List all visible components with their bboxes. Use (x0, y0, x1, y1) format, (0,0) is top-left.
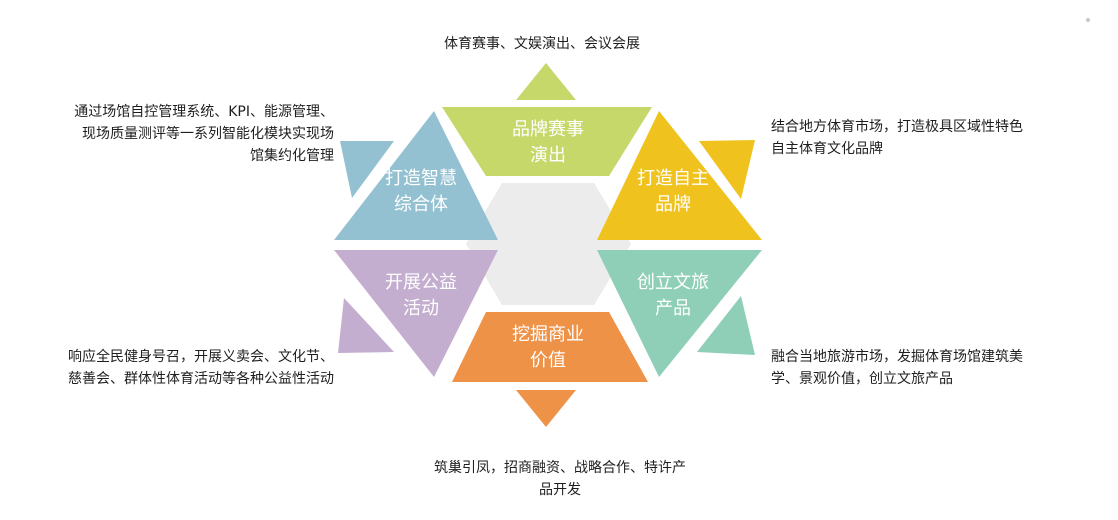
annotation-upper-right: 结合地方体育市场，打造极具区域性特色 自主体育文化品牌 (771, 116, 1023, 160)
center-hexagon (466, 183, 631, 305)
segment-bottom-trapezoid (452, 312, 648, 382)
segment-top-trapezoid (442, 107, 652, 176)
outer-triangle-upper-right (699, 140, 755, 199)
segment-label-upper-right: 打造自主 品牌 (613, 166, 733, 218)
annotation-lower-left: 响应全民健身号召，开展义卖会、文化节、 慈善会、群体性体育活动等各种公益性活动 (28, 346, 334, 390)
annotation-bottom: 筑巢引凤，招商融资、战略合作、特许产 品开发 (412, 457, 708, 501)
segment-label-line2: 价值 (530, 350, 566, 371)
segment-label-lower-left: 开展公益 活动 (361, 270, 481, 322)
decorative-dot (1086, 18, 1090, 22)
annotation-line: 自主体育文化品牌 (771, 141, 883, 157)
segment-label-line2: 演出 (530, 145, 566, 166)
annotation-line: 筑巢引凤，招商融资、战略合作、特许产 (434, 460, 686, 476)
annotation-line: 体育赛事、文娱演出、会议会展 (444, 36, 640, 52)
outer-triangle-top (516, 63, 576, 100)
segment-label-bottom: 挖掘商业 价值 (488, 322, 608, 374)
segment-label-line2: 综合体 (394, 194, 448, 215)
annotation-line: 学、景观价值，创立文旅产品 (771, 371, 953, 387)
annotation-line: 品开发 (539, 482, 581, 498)
annotation-line: 馆集约化管理 (250, 148, 334, 164)
segment-label-line1: 创立文旅 (637, 272, 709, 293)
annotation-line: 结合地方体育市场，打造极具区域性特色 (771, 119, 1023, 135)
annotation-line: 现场质量测评等一系列智能化模块实现场 (82, 126, 334, 142)
segment-upper-left-triangle (334, 111, 498, 240)
segment-upper-right-triangle (597, 111, 762, 240)
segment-label-top: 品牌赛事 演出 (488, 117, 608, 169)
segment-lower-left-triangle (334, 250, 498, 377)
annotation-upper-left: 通过场馆自控管理系统、KPI、能源管理、 现场质量测评等一系列智能化模块实现场 … (28, 101, 334, 167)
outer-triangle-lower-left (338, 298, 394, 353)
segment-label-line1: 开展公益 (385, 272, 457, 293)
outer-triangle-upper-left (340, 141, 394, 198)
annotation-line: 融合当地旅游市场，发掘体育场馆建筑美 (771, 349, 1023, 365)
segment-label-lower-right: 创立文旅 产品 (613, 270, 733, 322)
segment-label-line1: 挖掘商业 (512, 324, 584, 345)
outer-triangle-bottom (516, 390, 576, 427)
segment-label-line2: 品牌 (655, 194, 691, 215)
segment-label-line1: 品牌赛事 (512, 119, 584, 140)
segment-lower-right-triangle (597, 250, 762, 377)
segment-label-line1: 打造自主 (637, 168, 709, 189)
segment-label-line2: 活动 (403, 298, 439, 319)
segment-label-line2: 产品 (655, 298, 691, 319)
annotation-line: 慈善会、群体性体育活动等各种公益性活动 (68, 371, 334, 387)
segment-label-upper-left: 打造智慧 综合体 (361, 166, 481, 218)
outer-triangle-lower-right (697, 296, 755, 355)
annotation-line: 通过场馆自控管理系统、KPI、能源管理、 (74, 104, 334, 120)
annotation-lower-right: 融合当地旅游市场，发掘体育场馆建筑美 学、景观价值，创立文旅产品 (771, 346, 1023, 390)
annotation-line: 响应全民健身号召，开展义卖会、文化节、 (68, 349, 334, 365)
segment-label-line1: 打造智慧 (385, 168, 457, 189)
annotation-top: 体育赛事、文娱演出、会议会展 (444, 33, 640, 55)
